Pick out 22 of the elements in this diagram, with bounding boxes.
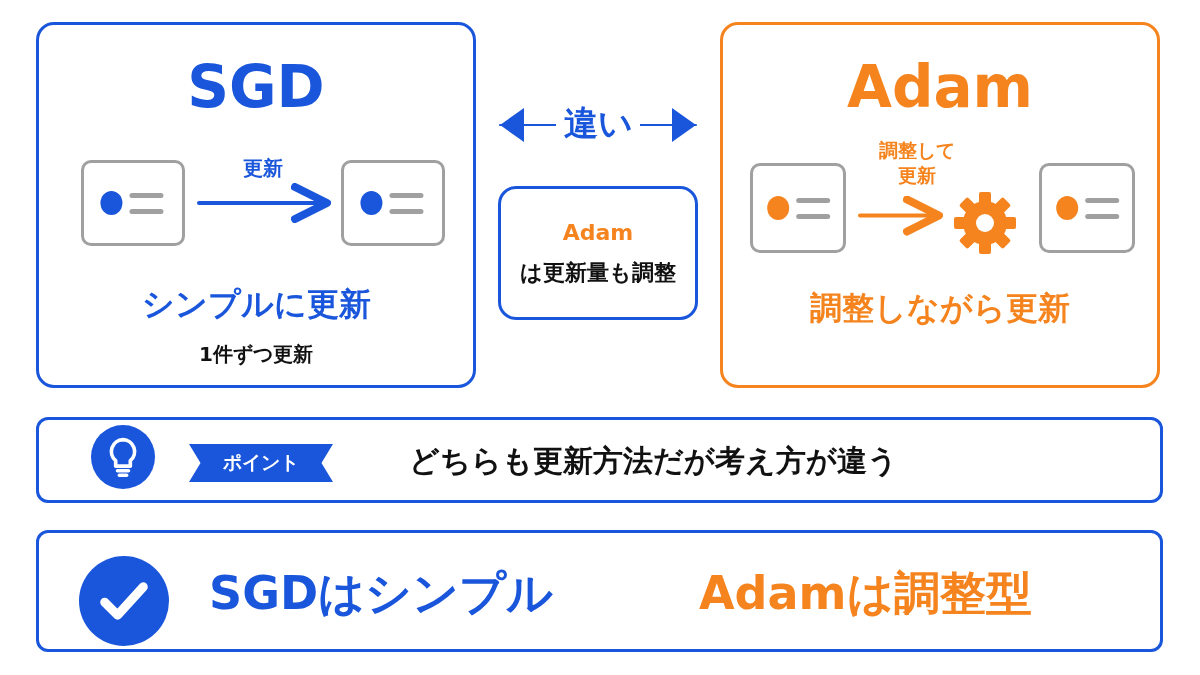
- parameter-card: [81, 160, 185, 246]
- method-summary: 調整しながら更新: [809, 288, 1071, 329]
- summary-banner: [36, 530, 1163, 652]
- note-box: [498, 186, 698, 320]
- point-tag: ポイント: [189, 444, 333, 482]
- method-panel: [720, 22, 1160, 388]
- gear-icon: [953, 191, 1017, 255]
- point-text: どちらも更新方法だが考え方が違う: [409, 442, 898, 480]
- point-banner: [36, 417, 1163, 503]
- note-text: Adamは更新量も調整: [519, 219, 677, 287]
- parameter-card: [750, 163, 846, 253]
- arrow: [858, 195, 943, 236]
- method-title: SGD: [186, 53, 326, 121]
- summary-text: SGDはシンプル: [209, 565, 554, 622]
- summary-text: Adamは調整型: [699, 565, 1032, 622]
- method-summary: シンプルに更新: [140, 284, 372, 325]
- method-title: Adam: [846, 53, 1034, 121]
- arrow: [197, 183, 331, 223]
- method-panel: [36, 22, 476, 388]
- parameter-card: [1039, 163, 1135, 253]
- parameter-card: [341, 160, 445, 246]
- method-detail: 1件ずつ更新: [198, 341, 314, 368]
